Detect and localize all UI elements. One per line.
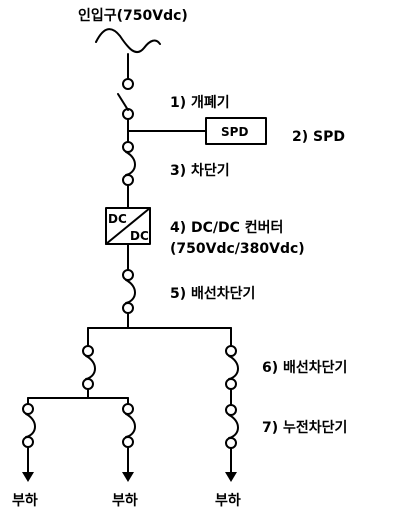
spd-box [205,117,267,145]
load1-label: 부하 [12,492,38,509]
left-branch-breaker-arc [85,355,96,380]
load2-label: 부하 [112,492,138,509]
load1-arrow [22,472,34,482]
converter-box-top-text: DC [108,212,127,226]
breaker-bottom-terminal [122,174,134,186]
right-branch-mid-terminal [225,378,237,390]
feeder-breaker-branch-label: 6) 배선차단기 [262,359,347,376]
source-wave [95,28,161,54]
breaker-arc [125,151,136,176]
feeder-breaker-bottom-terminal [122,302,134,314]
input-label: 인입구(750Vdc) [78,7,188,24]
converter-diagonal [105,207,151,245]
load3-arrow [225,472,237,482]
load2-bottom-terminal [122,436,134,448]
load2-top-terminal [122,403,134,415]
converter-box-bottom-text: DC [130,229,149,243]
elb-bottom-terminal [225,437,237,449]
load1-breaker-arc [25,413,36,438]
switch-blade [117,93,129,111]
feeder-breaker-top-terminal [122,269,134,281]
elb-top-terminal [225,404,237,416]
elb-arc [228,414,239,439]
spd-box-text: SPD [221,125,248,139]
load2-breaker-arc [125,413,136,438]
load2-arrow [122,472,134,482]
right-branch-top-terminal [225,345,237,357]
breaker-label: 3) 차단기 [170,162,230,179]
load1-bottom-terminal [22,436,34,448]
earth-leakage-breaker-label: 7) 누전차단기 [262,419,347,436]
right-branch-breaker-arc [228,355,239,380]
left-branch-bottom-terminal [82,378,94,390]
spd-label: 2) SPD [292,129,345,145]
switch-label: 1) 개폐기 [170,95,230,111]
breaker-top-terminal [122,141,134,153]
converter-spec-label: (750Vdc/380Vdc) [170,241,305,257]
converter-label: 4) DC/DC 컨버터 [170,219,283,236]
switch-top-terminal [122,78,134,90]
feeder-breaker-label: 5) 배선차단기 [170,285,255,302]
feeder-breaker-arc [125,279,136,304]
left-branch-top-terminal [82,345,94,357]
load3-label: 부하 [215,492,241,509]
load1-top-terminal [22,403,34,415]
